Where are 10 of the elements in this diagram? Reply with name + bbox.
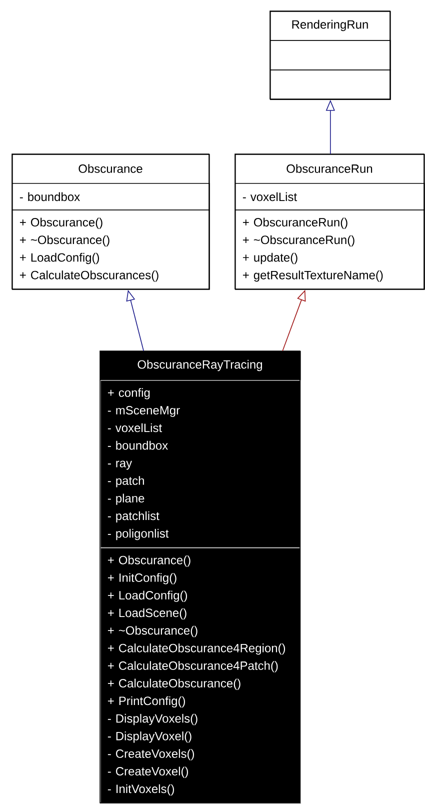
- attribute-list: - voxelList: [235, 183, 425, 210]
- class-name: ObscuranceRun: [286, 164, 372, 173]
- method-list: + Obscurance() + InitConfig() + LoadConfig() + LoadScene() + ~Obscurance() + CalculateObscurance4Region() + CalculateObscurance4Patch() + CalculateObscurance() + PrintConfig() - DisplayVoxels() - DisplayVoxel() - CreateVoxels() - CreateVoxel() - InitVoxels(): [100, 547, 301, 804]
- compartment-box: [270, 40, 391, 70]
- compartment-box: [270, 70, 391, 100]
- class-name: ObscuranceRayTracing: [138, 360, 262, 372]
- class-name: Obscurance: [78, 164, 142, 173]
- attribute-list: - boundbox: [12, 183, 210, 210]
- class-name: RenderingRun: [292, 20, 368, 32]
- attribute-list: + config - mSceneMgr - voxelList - boundbox - ray - patch - plane - patchlist - poligonlist: [100, 380, 301, 548]
